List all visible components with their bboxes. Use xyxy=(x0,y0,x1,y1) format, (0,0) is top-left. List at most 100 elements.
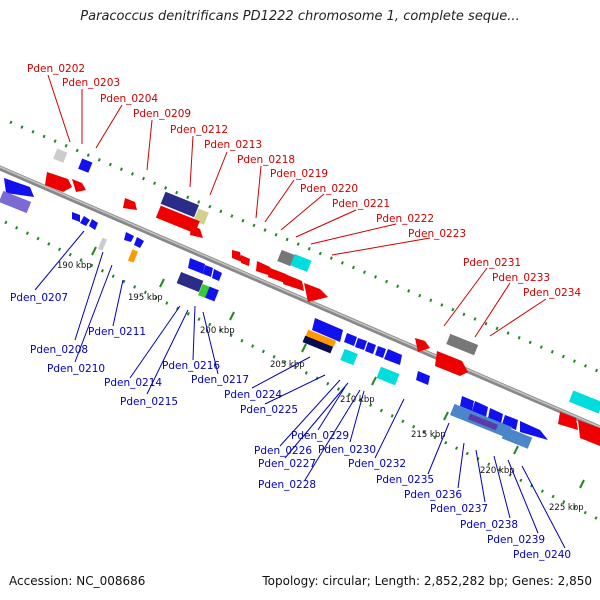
gene-arrow[interactable] xyxy=(4,178,34,197)
gene-block[interactable] xyxy=(78,158,93,173)
gene-block[interactable] xyxy=(501,427,533,449)
leader-line xyxy=(95,104,123,149)
gene-block[interactable] xyxy=(97,237,108,251)
gene-label-bottom[interactable]: Pden_0211 xyxy=(88,326,146,338)
gene-arrow[interactable] xyxy=(344,333,357,346)
gene-label-bottom[interactable]: Pden_0240 xyxy=(513,549,571,561)
gene-label-top[interactable]: Pden_0213 xyxy=(204,139,262,151)
gene-arrow[interactable] xyxy=(212,269,222,281)
gene-arrow[interactable] xyxy=(435,351,468,376)
gene-label-bottom[interactable]: Pden_0216 xyxy=(162,360,220,372)
gene-arrow[interactable] xyxy=(488,408,503,424)
gene-label-bottom[interactable]: Pden_0215 xyxy=(120,396,178,408)
gene-block[interactable] xyxy=(0,190,32,214)
gene-arrow[interactable] xyxy=(72,212,80,222)
gene-block[interactable] xyxy=(160,191,199,218)
gene-arrow[interactable] xyxy=(558,412,578,430)
gene-arrow[interactable] xyxy=(45,172,72,192)
gene-arrow[interactable] xyxy=(460,396,474,411)
gene-arrow[interactable] xyxy=(241,255,250,266)
gene-label-top[interactable]: Pden_0209 xyxy=(133,108,191,120)
gene-arrow[interactable] xyxy=(375,346,386,358)
gene-label-bottom[interactable]: Pden_0235 xyxy=(376,474,434,486)
gene-label-bottom[interactable]: Pden_0225 xyxy=(240,404,298,416)
gene-block[interactable] xyxy=(198,283,210,299)
gene-block[interactable] xyxy=(467,413,499,431)
gene-label-bottom[interactable]: Pden_0238 xyxy=(460,519,518,531)
gene-arrow[interactable] xyxy=(355,338,367,350)
gene-arrow[interactable] xyxy=(124,232,134,242)
gene-label-bottom[interactable]: Pden_0232 xyxy=(348,458,406,470)
top-callout-leaders xyxy=(47,74,547,338)
gene-arrow[interactable] xyxy=(72,179,86,192)
gene-label-top[interactable]: Pden_0231 xyxy=(463,257,521,269)
gene-label-top[interactable]: Pden_0220 xyxy=(300,183,358,195)
gene-label-bottom[interactable]: Pden_0229 xyxy=(291,430,349,442)
gene-block[interactable] xyxy=(205,286,219,302)
gene-arrow[interactable] xyxy=(203,265,213,277)
gene-label-bottom[interactable]: Pden_0226 xyxy=(254,445,312,457)
gene-label-top[interactable]: Pden_0221 xyxy=(332,198,390,210)
gene-block[interactable] xyxy=(568,390,600,414)
gene-label-bottom[interactable]: Pden_0214 xyxy=(104,377,162,389)
gene-arrow[interactable] xyxy=(123,198,137,210)
gene-arrow[interactable] xyxy=(384,349,402,365)
gene-label-bottom[interactable]: Pden_0239 xyxy=(487,534,545,546)
gene-label-top[interactable]: Pden_0233 xyxy=(492,272,550,284)
bottom-strand-genes xyxy=(0,178,548,449)
gene-label-bottom[interactable]: Pden_0228 xyxy=(258,479,316,491)
gene-block[interactable] xyxy=(155,205,200,234)
gene-arrow[interactable] xyxy=(80,216,90,226)
gene-label-top[interactable]: Pden_0222 xyxy=(376,213,434,225)
gene-arrow[interactable] xyxy=(520,421,548,440)
gene-arrow[interactable] xyxy=(188,258,205,274)
gene-label-top[interactable]: Pden_0223 xyxy=(408,228,466,240)
gene-label-top[interactable]: Pden_0202 xyxy=(27,63,85,75)
gene-arrow[interactable] xyxy=(578,420,600,446)
gene-arrow[interactable] xyxy=(365,342,376,354)
gene-label-bottom[interactable]: Pden_0208 xyxy=(30,344,88,356)
gene-block[interactable] xyxy=(302,335,334,354)
gene-block[interactable] xyxy=(277,249,295,267)
gene-label-top[interactable]: Pden_0219 xyxy=(270,168,328,180)
gene-block[interactable] xyxy=(53,148,68,163)
gene-block[interactable] xyxy=(340,348,358,366)
gene-arrow[interactable] xyxy=(190,225,203,238)
gene-block[interactable] xyxy=(176,271,204,293)
leader-line xyxy=(34,230,85,291)
leader-line xyxy=(209,151,228,196)
gene-label-top[interactable]: Pden_0234 xyxy=(523,287,581,299)
gene-label-top[interactable]: Pden_0204 xyxy=(100,93,158,105)
gene-arrow[interactable] xyxy=(416,371,430,385)
gene-block[interactable] xyxy=(376,366,400,386)
tick-mark xyxy=(91,246,97,256)
gene-label-bottom[interactable]: Pden_0230 xyxy=(318,444,376,456)
gene-arrow[interactable] xyxy=(502,415,518,430)
gene-label-top[interactable]: Pden_0203 xyxy=(62,77,120,89)
gene-label-bottom[interactable]: Pden_0217 xyxy=(191,374,249,386)
gene-arrow[interactable] xyxy=(232,250,242,262)
gene-label-bottom[interactable]: Pden_0237 xyxy=(430,503,488,515)
gene-label-top[interactable]: Pden_0218 xyxy=(237,154,295,166)
gene-block[interactable] xyxy=(127,249,139,263)
gene-label-bottom[interactable]: Pden_0210 xyxy=(47,363,105,375)
gene-label-bottom[interactable]: Pden_0224 xyxy=(224,389,282,401)
gene-arrow[interactable] xyxy=(415,338,430,352)
gene-label-bottom[interactable]: Pden_0207 xyxy=(10,292,68,304)
gene-arrow[interactable] xyxy=(89,219,98,230)
leader-line xyxy=(192,305,196,361)
gene-label-bottom[interactable]: Pden_0236 xyxy=(404,489,462,501)
gene-block[interactable] xyxy=(305,329,337,348)
gene-label-bottom[interactable]: Pden_0227 xyxy=(258,458,316,470)
gene-arrow[interactable] xyxy=(472,401,488,417)
gene-label-top[interactable]: Pden_0212 xyxy=(170,124,228,136)
gene-arrow[interactable] xyxy=(134,237,144,248)
gene-arrow[interactable] xyxy=(304,283,328,302)
gene-arrow[interactable] xyxy=(312,318,343,342)
gene-arrow[interactable] xyxy=(283,274,304,291)
gene-block[interactable] xyxy=(446,333,479,356)
gene-arrow[interactable] xyxy=(268,268,288,284)
gene-block[interactable] xyxy=(290,254,312,272)
